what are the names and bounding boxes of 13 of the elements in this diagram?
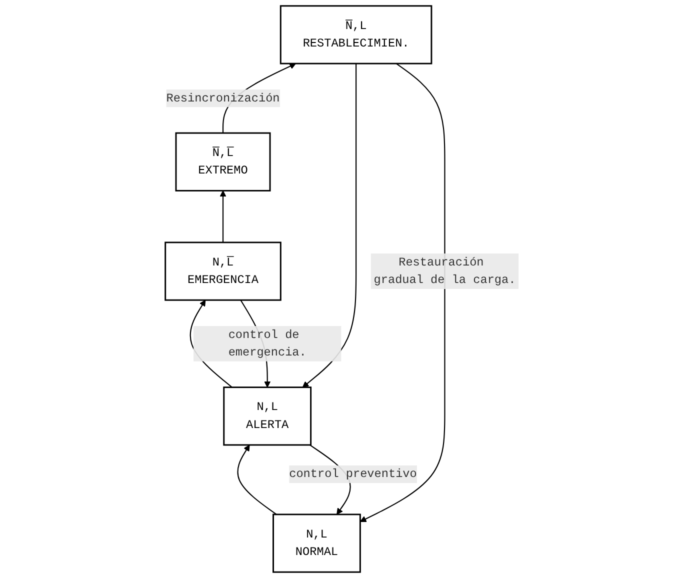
arrow (220, 190, 226, 242)
edge-label: control preventivo (289, 468, 417, 481)
node-box: N,L̅ EMERGENCIA (164, 242, 282, 301)
node-box: N̅,L RESTABLECIMIEN. (280, 5, 432, 64)
node-box: N,L NORMAL (272, 514, 361, 573)
edge-label: Resincronización (166, 92, 280, 105)
edge-label: Restauración gradual de la carga. (374, 256, 516, 287)
node-box: N,L ALERTA (223, 386, 312, 446)
arrow (237, 444, 277, 515)
arrow (302, 64, 357, 388)
node-box: N̅,L̅ EXTREMO (175, 132, 271, 192)
edge-label: control de emergencia. (228, 328, 306, 360)
arrow (360, 63, 446, 522)
